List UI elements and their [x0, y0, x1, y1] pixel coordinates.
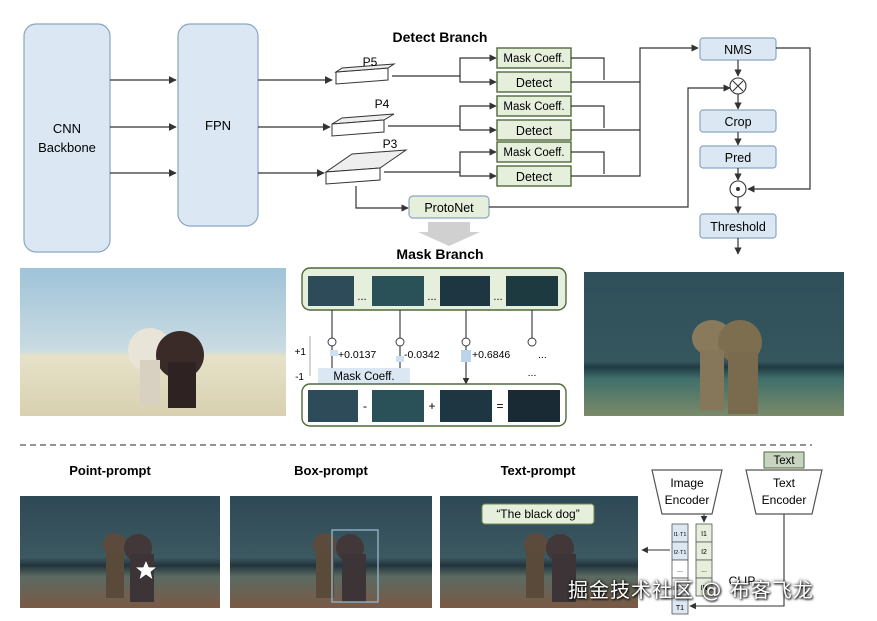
- protonet-to-crop-arrow: [489, 84, 731, 208]
- coeff-bar-1: [330, 350, 338, 356]
- text-encoder-shape: [745, 469, 823, 515]
- text-encoder-label-2: Encoder: [762, 493, 807, 507]
- sim-cell-a-1: I1·T1: [674, 532, 687, 538]
- protonet-down-arrow: [418, 222, 480, 246]
- assembly-strip: [301, 383, 567, 427]
- backbone-fpn-arrows: [110, 76, 333, 177]
- p3-label: P3: [383, 137, 398, 151]
- detect-label-p3: Detect: [516, 170, 553, 184]
- assembly-thumbnails: [308, 390, 560, 422]
- output-mask-photo: [584, 272, 844, 416]
- image-encoder-label: Image: [670, 476, 704, 490]
- plus-one-label: +1: [295, 347, 307, 358]
- p5-label: P5: [363, 55, 378, 69]
- similarity-column-a: [671, 523, 689, 597]
- coeff-ellipsis: ...: [528, 367, 537, 379]
- mask-coeff-label-p5: Mask Coeff.: [503, 53, 564, 65]
- text-embedding-label: T1: [676, 605, 684, 612]
- sim-cell-a-2: I2·T1: [674, 550, 687, 556]
- sim-cell-a-4: IN·T1: [673, 586, 687, 592]
- mask-coeff-chip-label: Mask Coeff.: [333, 371, 394, 383]
- text-encoder-label: Text: [773, 476, 796, 490]
- input-dog-photo: [20, 268, 286, 416]
- point-prompt-photo: [20, 496, 220, 608]
- op-minus: -: [363, 399, 367, 413]
- p-to-heads-arrows: [355, 54, 497, 212]
- detect-label-p5: Detect: [516, 76, 553, 90]
- clip-label: CLIP: [729, 574, 756, 588]
- coeff-bar-2: [396, 356, 404, 362]
- prototype-thumbnails: [308, 276, 558, 306]
- box-prompt-bbox: [331, 529, 379, 603]
- detect-heads: [496, 47, 572, 187]
- image-encoder-label-2: Encoder: [665, 493, 710, 507]
- img-emb-3: ...: [701, 567, 707, 574]
- pred-label: Pred: [725, 151, 751, 165]
- ellipsis-2: ...: [427, 291, 436, 303]
- dot-product-icon-dot: [736, 187, 740, 191]
- p5-feature-map: [334, 63, 396, 85]
- p4-label: P4: [375, 97, 390, 111]
- image-embedding-column: [695, 523, 713, 597]
- point-prompt-title: Point-prompt: [69, 463, 151, 478]
- text-embedding-cell: [671, 597, 689, 615]
- ellipsis-1: ...: [357, 291, 366, 303]
- nms-label: NMS: [724, 43, 752, 57]
- prototype-strip: [301, 267, 567, 311]
- img-emb-2: I2: [701, 549, 707, 556]
- coeff-bar-3: [461, 350, 471, 362]
- mask-coeff-chip: [318, 368, 410, 384]
- fpn-label: FPN: [205, 118, 231, 133]
- black-dog-caption-box: [481, 503, 595, 525]
- coeff-value-3: +0.6846: [472, 349, 510, 361]
- box-prompt-photo: [230, 496, 432, 608]
- p4-feature-map: [331, 113, 395, 137]
- fpn-box: [177, 23, 259, 227]
- coeff-value-2: -0.0342: [404, 349, 440, 361]
- detect-branch-title: Detect Branch: [393, 29, 488, 45]
- minus-one-label: -1: [295, 372, 304, 383]
- coeff-value-4: ...: [538, 349, 547, 361]
- text-prompt-title: Text-prompt: [501, 463, 577, 478]
- img-emb-4: IN: [701, 585, 708, 592]
- heads-to-nms-arrows: [571, 44, 699, 177]
- watermark: 掘金技术社区 @ 布客飞龙: [568, 578, 814, 602]
- text-tag-chip: [763, 451, 805, 469]
- detect-label-p4: Detect: [516, 124, 553, 138]
- nms-to-dot-arrow: [747, 47, 811, 193]
- mask-coeff-label-p4: Mask Coeff.: [503, 101, 564, 113]
- img-emb-1: I1: [701, 531, 707, 538]
- multiply-icon-cross: [732, 80, 744, 92]
- cnn-backbone-box: [23, 23, 111, 253]
- text-tag-label: Text: [773, 455, 795, 467]
- p3-feature-map: [324, 149, 408, 185]
- image-encoder-shape: [651, 469, 723, 515]
- clip-arrows: [641, 514, 785, 610]
- ellipsis-3: ...: [493, 291, 502, 303]
- mask-branch-title: Mask Branch: [396, 246, 483, 262]
- coeff-value-1: +0.0137: [338, 349, 376, 361]
- black-dog-caption: “The black dog”: [496, 507, 579, 521]
- protonet-label: ProtoNet: [424, 201, 474, 215]
- sim-cell-a-3: ...: [677, 567, 683, 574]
- coeff-multiply-icons: [327, 337, 537, 347]
- cnn-backbone-label-2: Backbone: [38, 140, 96, 155]
- box-prompt-title: Box-prompt: [294, 463, 368, 478]
- threshold-label: Threshold: [710, 220, 766, 234]
- cnn-backbone-label: CNN: [53, 121, 81, 136]
- op-equals: =: [496, 399, 503, 413]
- crop-label: Crop: [724, 115, 751, 129]
- op-plus: +: [428, 399, 435, 413]
- star-point-icon: [133, 558, 159, 581]
- mask-coeff-label-p3: Mask Coeff.: [503, 147, 564, 159]
